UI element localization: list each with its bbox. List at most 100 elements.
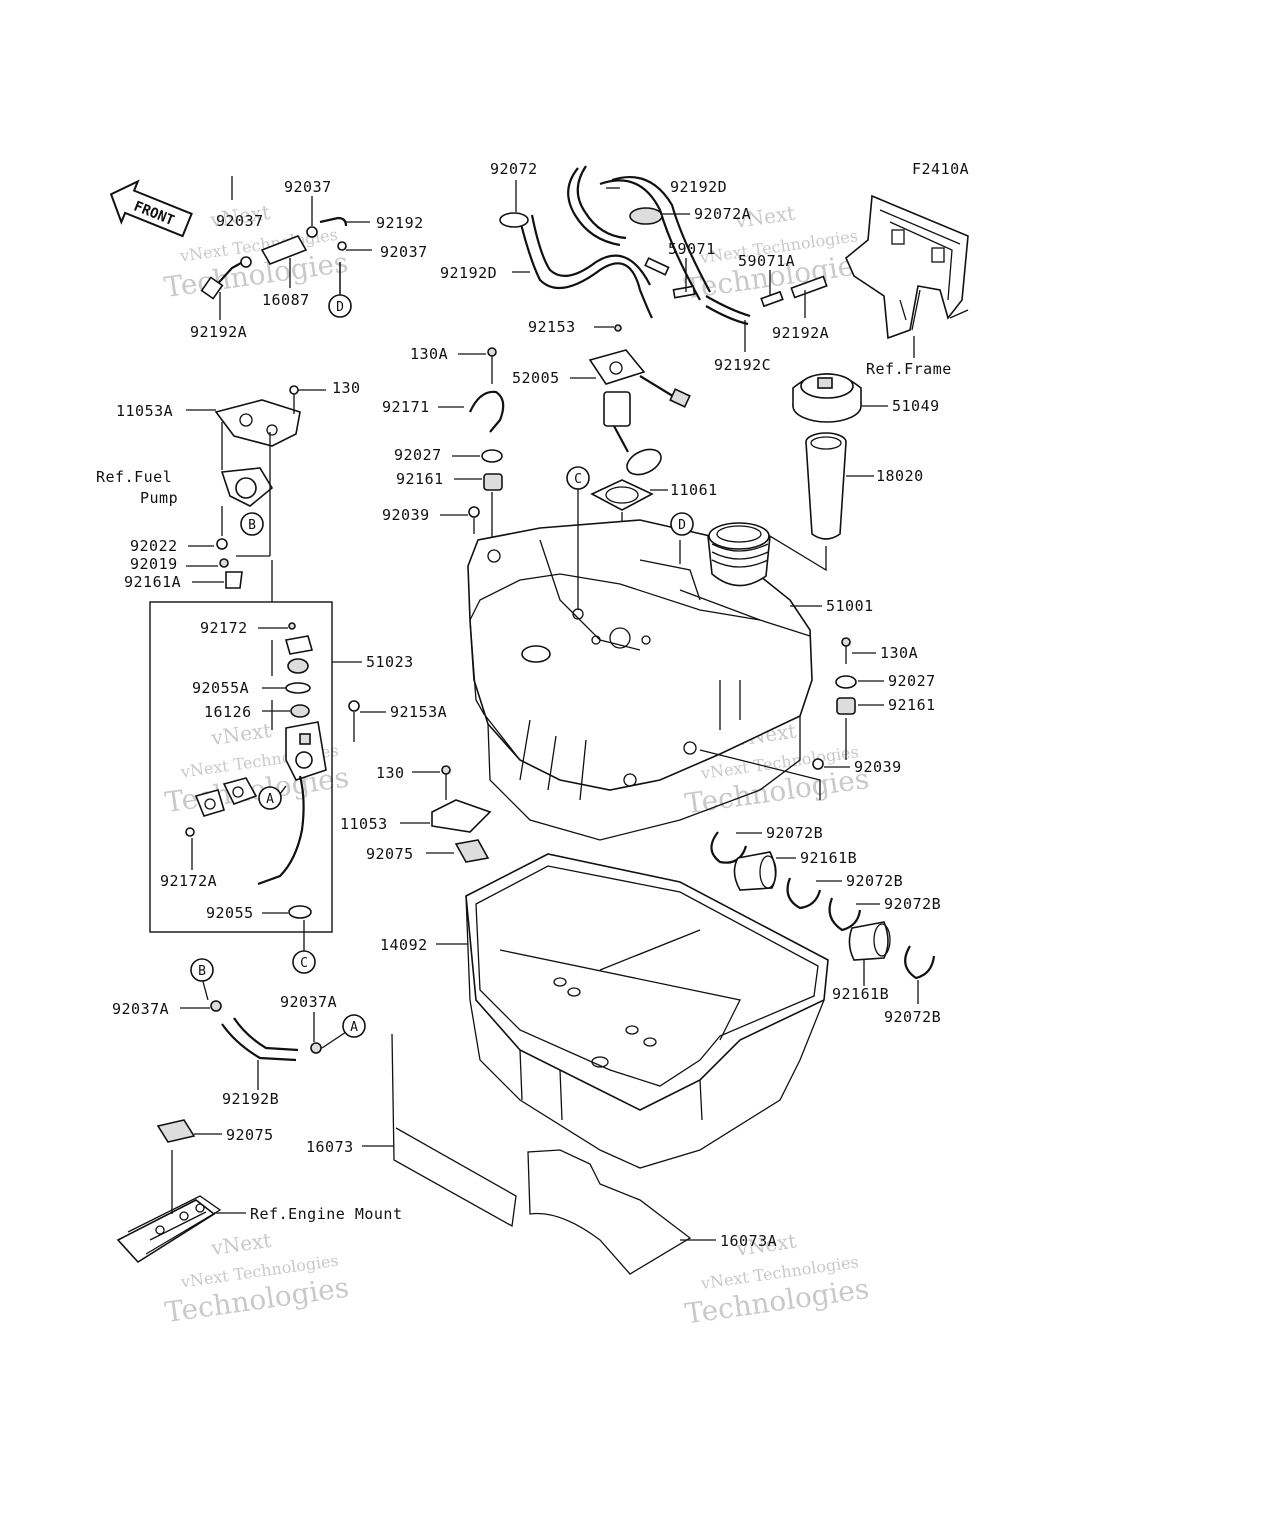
part-14092: 14092 (380, 936, 428, 954)
part-92192A-b: 92192A (772, 324, 829, 342)
part-92072B-a: 92072B (766, 824, 823, 842)
svg-text:D: D (678, 518, 686, 533)
part-92192D-a: 92192D (670, 178, 727, 196)
part-59071: 59071 (668, 240, 716, 258)
filler-leader (759, 529, 827, 572)
part-92037-b: 92037 (216, 212, 264, 230)
callout-D-tank: D (670, 512, 694, 536)
part-92055A: 92055A (192, 679, 249, 697)
pad-92075-a (454, 839, 490, 863)
heat-guard-16073 (391, 1033, 517, 1228)
part-92192: 92192 (376, 214, 424, 232)
svg-text:A: A (350, 1020, 358, 1035)
part-18020: 18020 (876, 467, 924, 485)
part-16087: 16087 (262, 291, 310, 309)
callout-B-bottom: B (190, 958, 214, 982)
part-11053: 11053 (340, 815, 388, 833)
part-130A-b: 130A (880, 644, 918, 662)
part-92192D-b: 92192D (440, 264, 497, 282)
part-92072A: 92072A (694, 205, 751, 223)
pump-plate (214, 385, 301, 507)
watermark-bottom-left: vNext vNext Technologies Technologies (163, 1228, 351, 1329)
part-92037A-a: 92037A (112, 1000, 169, 1018)
part-92161B-a: 92161B (800, 849, 857, 867)
bracket-11053 (431, 799, 492, 833)
part-130-b: 130 (376, 764, 405, 782)
part-92037A-b: 92037A (280, 993, 337, 1011)
part-92172: 92172 (200, 619, 248, 637)
part-92192C: 92192C (714, 356, 771, 374)
ref-fuel-pump-2: Pump (140, 489, 178, 507)
part-92037-c: 92037 (380, 243, 428, 261)
front-arrow-icon: FRONT (109, 179, 193, 238)
part-11053A: 11053A (116, 402, 173, 420)
fuel-sender-unit (588, 324, 691, 476)
tank-mount-leader (699, 749, 821, 800)
part-92039-b: 92039 (854, 758, 902, 776)
part-11061: 11061 (670, 481, 718, 499)
tank-mount-left (468, 347, 505, 534)
tank-tray (465, 853, 829, 1169)
frame-bracket (845, 194, 969, 340)
callout-C-pump: C (292, 950, 316, 974)
part-92161-a: 92161 (396, 470, 444, 488)
part-51049: 51049 (892, 397, 940, 415)
part-92037-a: 92037 (284, 178, 332, 196)
svg-text:B: B (248, 518, 256, 533)
vent-hoses (499, 165, 828, 326)
heat-guard-16073A (527, 1149, 692, 1275)
part-92171: 92171 (382, 398, 430, 416)
part-51001: 51001 (826, 597, 874, 615)
watermark-top-left: vNext vNext Technologies Technologies (162, 200, 350, 304)
clamps-and-hoses (710, 831, 936, 980)
part-92072B-b: 92072B (846, 872, 903, 890)
pad-92075-b (156, 1119, 196, 1143)
part-92153A: 92153A (390, 703, 447, 721)
part-92039-a: 92039 (382, 506, 430, 524)
part-92022: 92022 (130, 537, 178, 555)
callout-A-pump: A (258, 786, 282, 810)
part-92027-a: 92027 (394, 446, 442, 464)
part-59071A: 59071A (738, 252, 795, 270)
part-92192B: 92192B (222, 1090, 279, 1108)
fitting-92037A-a (210, 1000, 222, 1012)
part-92019: 92019 (130, 555, 178, 573)
diagram-code: F2410A (912, 160, 969, 178)
part-92075-b: 92075 (226, 1126, 274, 1144)
part-92072B-c: 92072B (884, 895, 941, 913)
fuel-pump-box (149, 601, 333, 933)
part-92055: 92055 (206, 904, 254, 922)
svg-text:B: B (198, 964, 206, 979)
callout-C-tank: C (566, 466, 590, 610)
fuel-tank (467, 519, 813, 841)
part-52005: 52005 (512, 369, 560, 387)
callout-A-bottom: A (342, 1014, 366, 1038)
fuel-cap (792, 373, 862, 423)
sender-gasket (590, 479, 654, 511)
part-92192A-a: 92192A (190, 323, 247, 341)
part-16073: 16073 (306, 1138, 354, 1156)
ref-frame: Ref.Frame (866, 360, 952, 378)
ref-fuel-pump-1: Ref.Fuel (96, 468, 172, 486)
ref-engine-mount: Ref.Engine Mount (250, 1205, 403, 1223)
part-92027-b: 92027 (888, 672, 936, 690)
part-92153: 92153 (528, 318, 576, 336)
part-92161A: 92161A (124, 573, 181, 591)
part-92072: 92072 (490, 160, 538, 178)
fuel-pump-assembly (185, 622, 327, 919)
part-92075-a: 92075 (366, 845, 414, 863)
breather-fittings (200, 176, 348, 300)
svg-text:vNext: vNext (209, 718, 273, 750)
hose-92192B (221, 1023, 297, 1062)
filler-tube (805, 432, 847, 540)
svg-text:C: C (300, 956, 308, 971)
svg-text:A: A (266, 792, 274, 807)
washer-92027 (835, 675, 857, 689)
part-130A-a: 130A (410, 345, 448, 363)
part-130-a: 130 (332, 379, 361, 397)
part-92161B-b: 92161B (832, 985, 889, 1003)
engine-mount-bracket (116, 1195, 222, 1264)
part-16126: 16126 (204, 703, 252, 721)
grommet-92161 (836, 697, 856, 715)
